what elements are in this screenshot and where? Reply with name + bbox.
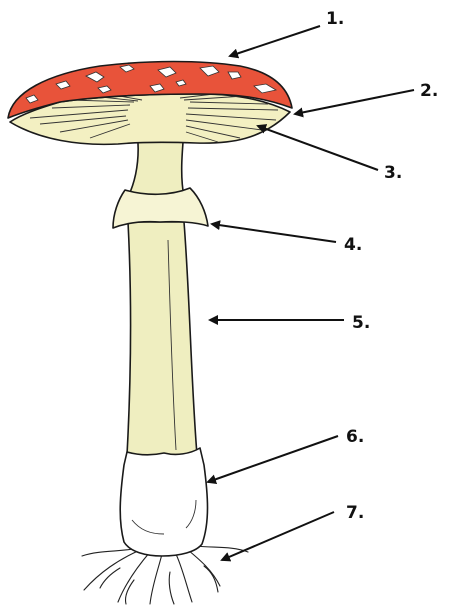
label-4: 4. bbox=[344, 235, 362, 255]
stem bbox=[127, 222, 197, 455]
arrow-2 bbox=[295, 90, 414, 114]
volva bbox=[120, 448, 207, 556]
arrow-3 bbox=[258, 126, 378, 170]
label-6: 6. bbox=[346, 427, 364, 447]
label-1: 1. bbox=[326, 9, 344, 29]
label-7: 7. bbox=[346, 503, 364, 523]
arrow-6 bbox=[208, 436, 338, 482]
label-5: 5. bbox=[352, 313, 370, 333]
label-3: 3. bbox=[384, 163, 402, 183]
arrow-7 bbox=[222, 512, 334, 560]
arrow-4 bbox=[212, 224, 336, 242]
arrow-1 bbox=[230, 26, 320, 56]
label-2: 2. bbox=[420, 81, 438, 101]
number-labels: 1. 2. 3. 4. 5. 6. 7. bbox=[326, 9, 438, 523]
annulus-ring bbox=[113, 188, 208, 228]
